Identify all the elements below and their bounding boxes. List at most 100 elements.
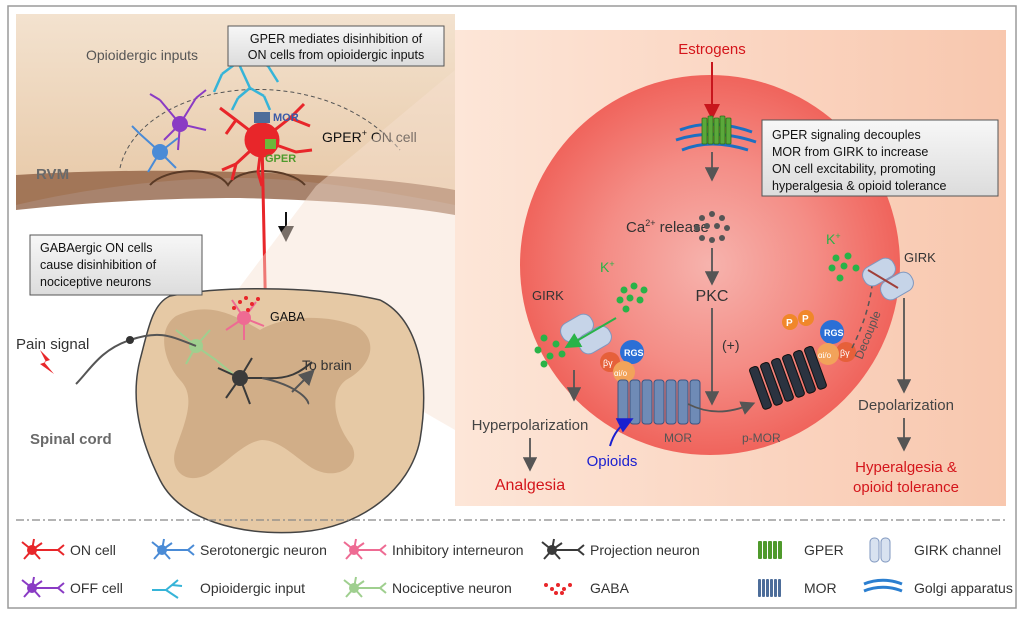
callout-gper-signaling: GPER signaling decouples MOR from GIRK t… <box>761 119 999 197</box>
gper-on-cell-label: GPER+ ON cell <box>322 128 417 145</box>
rgs-left <box>620 340 644 364</box>
callout-gper-line-1: GPER mediates disinhibition of <box>250 32 423 46</box>
k-ions-left-bottom <box>534 334 566 368</box>
pain-signal-terminal <box>126 336 134 344</box>
gaba-dots <box>232 296 260 312</box>
outcome-line-1: Hyperalgesia & <box>855 459 957 476</box>
analgesia-label: Analgesia <box>495 477 565 494</box>
gper-icon <box>758 541 782 559</box>
decouple-dashed-line <box>851 285 873 349</box>
rgs-left-label: RGS <box>624 348 644 358</box>
depolarization-label: Depolarization <box>858 397 954 414</box>
k-ions-right <box>828 252 860 282</box>
girk-right-label: GIRK <box>904 250 936 265</box>
spinal-gray-matter <box>164 309 371 479</box>
legend-item-label: Serotonergic neuron <box>200 542 327 558</box>
legend-item: Opioidergic input <box>152 579 305 599</box>
rgs-right-label: RGS <box>824 328 844 338</box>
off-cell <box>149 89 207 151</box>
estrogens-label: Estrogens <box>678 41 746 58</box>
rvm-label: RVM <box>36 166 69 183</box>
opioids-label: Opioids <box>587 453 638 470</box>
legend-item: MOR <box>758 579 837 597</box>
k-ion-right-label: K+ <box>826 231 841 247</box>
lightning-icon <box>40 350 54 374</box>
legend-item: ON cell <box>21 538 116 560</box>
callout-gaba-line-2: cause disinhibition of <box>40 258 157 272</box>
legend-item: Golgi apparatus <box>863 578 1013 596</box>
off-cell-icon <box>21 576 65 598</box>
girk-left-label: GIRK <box>532 288 564 303</box>
gper-label-rvm: GPER <box>265 153 296 165</box>
g-alpha-left-label: αi/o <box>614 369 628 378</box>
g-protein-complex-left <box>600 340 644 383</box>
to-brain-arrowhead-line <box>291 369 315 393</box>
opioidergic-input-icon <box>152 579 183 599</box>
k-ion-left-label: K+ <box>600 259 615 275</box>
legend-item: Inhibitory interneuron <box>343 538 524 560</box>
gaba-label: GABA <box>270 310 305 324</box>
legend-item-label: MOR <box>804 580 837 596</box>
legend-item-label: Inhibitory interneuron <box>392 542 524 558</box>
pain-signal-axon <box>75 339 131 385</box>
gper-receptor-small <box>265 139 276 149</box>
legend-item-label: Opioidergic input <box>200 580 305 596</box>
phospho-1 <box>782 314 798 330</box>
legend-item-label: ON cell <box>70 542 116 558</box>
rgs-right <box>820 320 844 344</box>
callout-gper-line-2: ON cells from opioidergic inputs <box>248 48 424 62</box>
k-blocked-arrow-right <box>867 269 899 289</box>
golgi-apparatus-icon <box>863 578 903 593</box>
phospho-2 <box>798 310 814 326</box>
k-efflux-arrow-left <box>564 317 617 349</box>
callout-signaling-line-3: ON cell excitability, promoting <box>772 162 936 176</box>
pain-signal-fibre <box>129 333 197 347</box>
mor-receptor-small <box>254 112 270 123</box>
callout-signaling-line-4: hyperalgesia & opioid tolerance <box>772 179 946 193</box>
gper-on-cell <box>219 102 313 331</box>
hyperpolarization-label: Hyperpolarization <box>472 417 589 434</box>
legend-item-label: GABA <box>590 580 630 596</box>
legend-item: Serotonergic neuron <box>151 538 327 560</box>
gper-receptor <box>701 115 732 145</box>
g-beta-gamma-left-label: βγ <box>603 358 613 368</box>
projection-neuron-icon <box>541 538 585 560</box>
phospho-1-label: P <box>786 318 793 329</box>
legend-item-label: Nociceptive neuron <box>392 580 512 596</box>
g-protein-complex-right <box>817 320 856 365</box>
legend-item-label: Projection neuron <box>590 542 700 558</box>
pkc-label: PKC <box>696 288 729 305</box>
rvm-dashed-dome <box>119 88 401 169</box>
to-brain-arrow <box>261 377 310 405</box>
inhibitory-interneuron-icon <box>343 538 387 560</box>
ca-release-label: Ca2+ release <box>626 218 709 236</box>
callout-signaling-line-2: MOR from GIRK to increase <box>772 145 928 159</box>
serotonergic-neuron <box>131 125 179 173</box>
callout-gaba-line-3: nociceptive neurons <box>40 275 151 289</box>
girk-channel-icon <box>869 537 891 563</box>
p-mor-label: p-MOR <box>742 431 781 445</box>
calcium-dots <box>694 211 730 243</box>
mor-label: MOR <box>664 431 692 445</box>
phospho-2-label: P <box>802 314 809 325</box>
legend-item: Nociceptive neuron <box>343 576 512 598</box>
k-ions-left-top <box>616 282 648 313</box>
mor-icon <box>758 579 781 597</box>
g-beta-gamma-right-label: βγ <box>840 348 850 358</box>
g-alpha-right-label: αi/o <box>818 351 832 360</box>
outcome-line-2: opioid tolerance <box>853 479 959 496</box>
to-brain-label: To brain <box>302 357 352 373</box>
legend-item: GABA <box>544 580 630 596</box>
girk-channel-right <box>862 257 914 301</box>
callout-gabaergic: GABAergic ON cells cause disinhibition o… <box>29 234 203 296</box>
pons-humps <box>149 170 306 187</box>
gaba-icon <box>544 583 572 595</box>
p-mor-receptor <box>749 345 827 410</box>
legend-item: GIRK channel <box>869 537 1001 563</box>
callout-gaba-line-1: GABAergic ON cells <box>40 241 153 255</box>
nociceptive-neuron-icon <box>343 576 387 598</box>
mor-label-rvm: MOR <box>273 112 299 124</box>
legend: ON cell Serotonergic neuron Inhibitory int… <box>21 537 1013 599</box>
legend-item-label: Golgi apparatus <box>914 580 1013 596</box>
